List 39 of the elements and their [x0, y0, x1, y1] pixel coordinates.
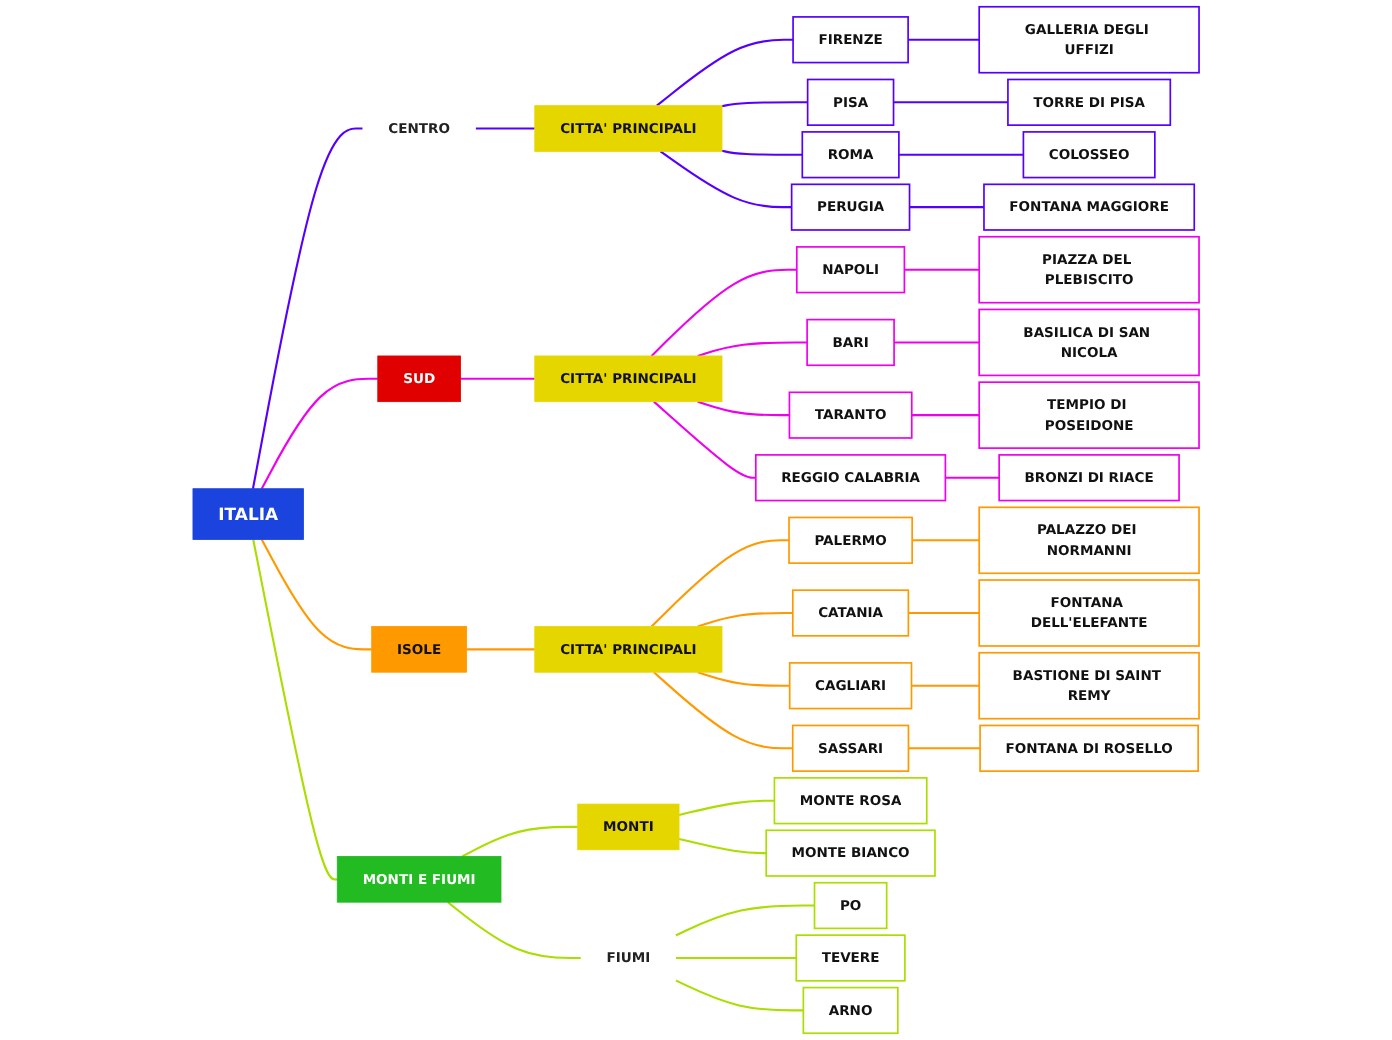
connector [697, 611, 793, 628]
connector [466, 648, 535, 651]
connector [260, 377, 378, 490]
connector [675, 904, 815, 937]
connector [908, 747, 981, 750]
connector [650, 539, 790, 628]
connector [697, 400, 790, 417]
connector [260, 538, 372, 651]
connector [909, 206, 984, 209]
connector [461, 825, 578, 858]
connector [251, 127, 363, 489]
connector [656, 38, 794, 107]
connector [894, 341, 980, 344]
connector [893, 101, 1008, 104]
connector [911, 684, 980, 687]
connector [650, 268, 797, 357]
connector [475, 127, 535, 130]
connector [721, 101, 808, 108]
connector [904, 268, 980, 271]
connector [945, 476, 1000, 479]
connector [697, 341, 808, 357]
connector [252, 539, 338, 881]
connector [697, 671, 790, 687]
connector [678, 837, 767, 855]
connector [908, 38, 980, 41]
connector [678, 799, 775, 816]
connector [653, 671, 793, 750]
connector [721, 149, 803, 156]
connector [675, 956, 797, 960]
connector [911, 414, 980, 417]
node-box: ITALIA [192, 488, 304, 540]
connector [447, 901, 582, 960]
connector [675, 979, 804, 1012]
connector [912, 539, 980, 542]
connector [659, 150, 792, 209]
connector [460, 377, 535, 380]
connector [653, 400, 756, 479]
connector [898, 153, 1024, 156]
connector [908, 611, 980, 615]
